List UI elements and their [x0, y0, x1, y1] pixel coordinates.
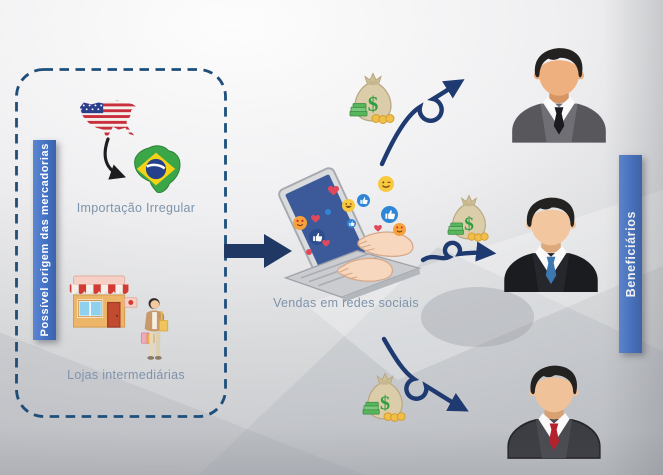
shopper-icon	[140, 298, 169, 360]
origin-side-label: Possível origem das mercadorias	[33, 140, 56, 340]
thumbs-up-icon	[309, 229, 325, 245]
cash-stack	[349, 103, 368, 117]
red-dot-icon	[306, 249, 312, 255]
lojas-caption: Lojas intermediárias	[67, 368, 185, 382]
thumbs-up-icon	[357, 194, 370, 207]
svg-text:$: $	[368, 92, 379, 116]
thumbs-up-icon	[381, 206, 398, 223]
beneficiaries-side-label-text: Beneficiários	[623, 210, 638, 298]
blue-dot-icon	[325, 209, 331, 215]
beneficiaries-side-label: Beneficiários	[619, 155, 642, 353]
money-bag-icon: $	[349, 72, 395, 124]
svg-text:$: $	[380, 392, 390, 414]
heart-eyes-emoji-icon	[293, 216, 307, 230]
heart-icon	[328, 186, 339, 196]
heart-icon	[322, 240, 330, 247]
laughing-emoji-icon	[342, 199, 355, 212]
background-ellipse	[421, 287, 534, 347]
heart-eyes-emoji-icon	[393, 223, 406, 236]
storefront-icon	[69, 275, 138, 328]
us-flag-map-icon	[79, 100, 137, 138]
svg-text:$: $	[464, 214, 474, 235]
beneficiary-avatar-2	[504, 197, 598, 292]
heart-icon	[374, 225, 382, 232]
gold-coins	[371, 114, 395, 124]
loop-arrow-up-right	[379, 79, 465, 167]
brazil-flag-map-icon	[134, 145, 181, 193]
loop-arrow-down-right	[381, 336, 469, 412]
loop-arrow-right	[420, 240, 497, 263]
beneficiary-avatar-1	[512, 48, 606, 143]
vendas-caption: Vendas em redes sociais	[273, 296, 419, 310]
beneficiary-avatar-3	[507, 365, 601, 459]
flow-block-arrow-icon	[224, 234, 292, 268]
thumbs-up-icon	[347, 219, 356, 228]
typing-hands	[337, 231, 414, 282]
heart-icon	[311, 215, 320, 223]
smiley-wink-icon	[378, 176, 394, 192]
laptop-social-media-icon	[278, 167, 422, 303]
money-bag-icon: $	[447, 194, 489, 242]
laptop-screen	[285, 174, 367, 277]
importacao-caption: Importação Irregular	[76, 201, 196, 215]
money-bag-icon: $	[362, 372, 406, 422]
